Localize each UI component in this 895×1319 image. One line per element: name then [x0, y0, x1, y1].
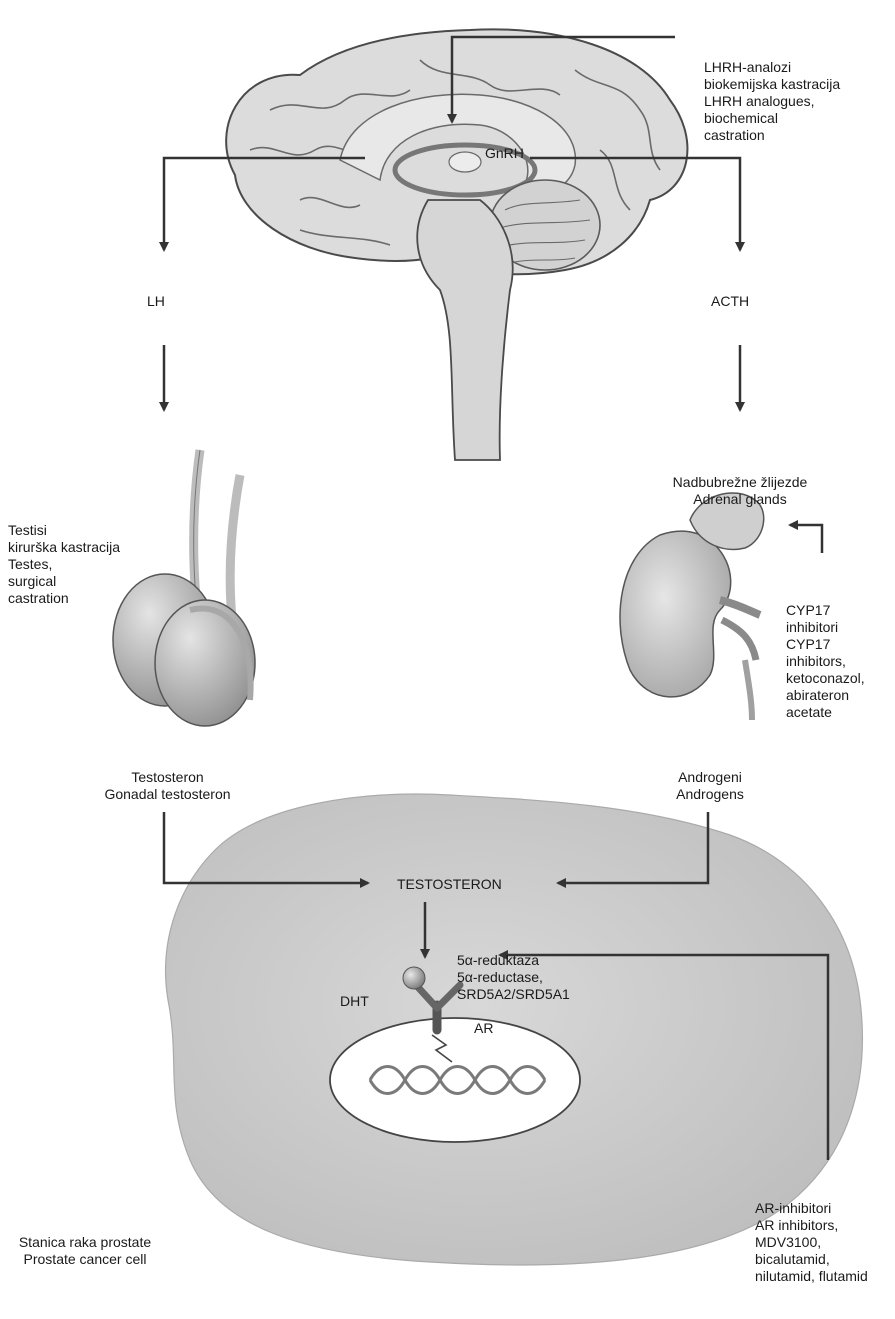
testes-illustration	[113, 450, 255, 726]
gnrh-label: GnRH	[485, 145, 524, 162]
dht-label: DHT	[340, 993, 369, 1010]
testosteron-center-label: TESTOSTERON	[397, 876, 502, 893]
acth-label: ACTH	[711, 293, 749, 310]
lh-label: LH	[147, 293, 165, 310]
ar-label: AR	[474, 1020, 493, 1037]
diagram-artwork	[0, 0, 895, 1292]
brain-illustration	[226, 29, 687, 460]
